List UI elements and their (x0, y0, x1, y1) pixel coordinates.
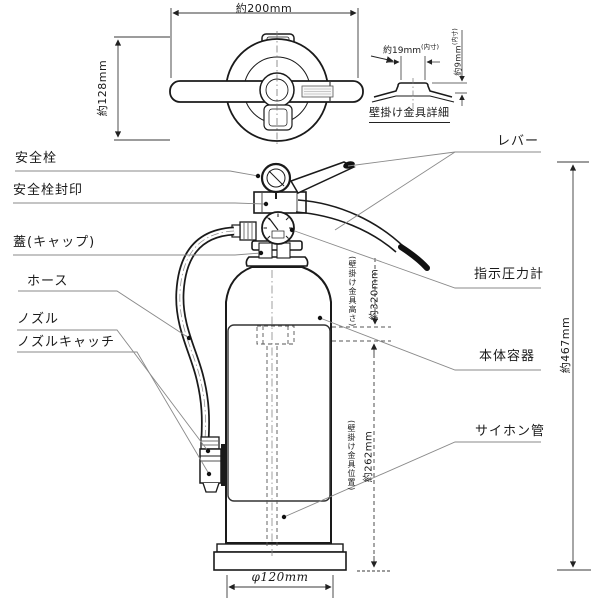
pressure-gauge (261, 211, 295, 245)
top-view (169, 31, 364, 147)
hose-connector (231, 221, 257, 241)
leader-lines (13, 151, 541, 518)
label-cap: 蓋(キャップ) (13, 235, 96, 250)
dim-262 (357, 343, 392, 572)
dim-top-depth-label: 約128mm (96, 59, 109, 117)
dim-bracket-position-label: 約262mm (363, 430, 375, 483)
nozzle-catch-bracket (221, 444, 227, 486)
nozzle (199, 436, 227, 493)
label-body-container: 本体容器 (479, 349, 536, 364)
wall-bracket-detail (371, 30, 467, 110)
dim-128 (114, 36, 170, 141)
dim-bracket-height-inner-label: 約9mm(内寸) (452, 28, 463, 76)
label-lever: レバー (497, 134, 540, 149)
hose (175, 226, 235, 441)
dim-bottom-diameter-label: φ120mm (251, 570, 309, 584)
wall-bracket-hidden (256, 325, 391, 345)
siphon-tube-hidden (266, 346, 278, 549)
bracket-detail-caption: 壁掛け金具詳細 (369, 104, 450, 123)
operating-lever (295, 199, 430, 271)
detail-pointer-arrow (370, 55, 394, 64)
label-pressure-gauge: 指示圧力計 (474, 267, 545, 282)
dim-bracket-width-label: 約19mm(内寸) (383, 43, 440, 56)
body-label-panel (227, 324, 331, 502)
dim-200 (170, 8, 359, 78)
label-nozzle: ノズル (17, 312, 60, 327)
dim-bracket-height-note: (壁掛け金具高さ) (348, 256, 357, 328)
label-hose: ホース (27, 274, 69, 289)
leader-dots (186, 173, 323, 520)
label-safety-pin-seal: 安全栓封印 (13, 183, 84, 198)
safety-pin-ring (260, 162, 292, 199)
label-nozzle-catch: ノズルキャッチ (17, 335, 116, 350)
dim-bracket-position-note: (壁掛け金具位置) (347, 420, 356, 492)
label-safety-pin: 安全栓 (15, 151, 58, 166)
dim-total-height-label: 約467mm (559, 316, 572, 374)
upper-lever (289, 161, 356, 194)
dim-top-width-label: 約200mm (235, 2, 293, 15)
dim-467 (557, 161, 591, 571)
dim-phi120 (226, 575, 334, 598)
dim-bracket-height-label: 約320mm (369, 268, 381, 321)
body-container (213, 266, 391, 571)
handle-instruction-label (301, 85, 334, 98)
label-siphon-tube: サイホン管 (475, 424, 546, 439)
